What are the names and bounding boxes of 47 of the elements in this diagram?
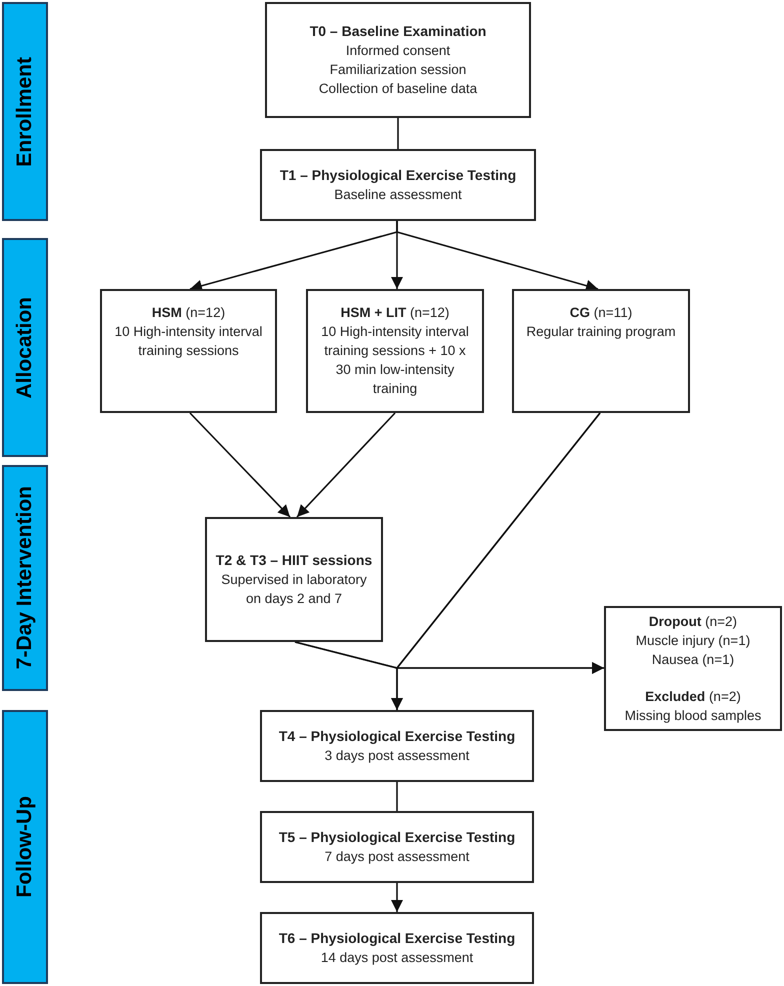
- process-box: [260, 710, 534, 782]
- process-box: [260, 811, 534, 883]
- phase-label: Enrollment: [12, 56, 38, 166]
- process-box: [265, 2, 531, 118]
- process-box: [260, 149, 536, 221]
- box-heading: T5 – Physiological Exercise Testing: [278, 828, 516, 847]
- box-heading: T4 – Physiological Exercise Testing: [278, 727, 516, 746]
- process-box: [260, 912, 534, 984]
- box-heading: CG (n=11): [570, 304, 632, 322]
- box-heading: T2 & T3 – HIIT sessions: [216, 551, 372, 570]
- box-text: Supervised in laboratory on days 2 and 7: [220, 571, 368, 608]
- box-text: Baseline assessment: [334, 186, 462, 204]
- box-heading: T1 – Physiological Exercise Testing: [280, 166, 516, 185]
- arrow: [391, 883, 403, 912]
- phase-band: [2, 465, 48, 691]
- arrow: [189, 412, 291, 518]
- box-text: 10 High-intensity interval training sessions + 10 x 30 min low-intensity training: [320, 323, 470, 398]
- box-text: Missing blood samples: [624, 707, 762, 725]
- box-text: 3 days post assessment: [324, 747, 470, 765]
- box-text: Regular training program: [526, 323, 676, 341]
- box-text: Muscle injury (n=1): [636, 632, 750, 650]
- process-box: [205, 517, 383, 642]
- box-text: Familiarization session: [330, 61, 466, 79]
- box-heading: Dropout (n=2): [648, 613, 738, 631]
- process-box: [512, 289, 690, 413]
- phase-band: [2, 710, 48, 984]
- phase-band: [2, 2, 48, 221]
- arrow: [296, 412, 396, 518]
- box-text: Collection of baseline data: [318, 80, 478, 98]
- box-heading: T0 – Baseline Examination: [310, 22, 486, 41]
- box-heading: HSM (n=12): [152, 304, 226, 322]
- process-box: [306, 289, 484, 413]
- phase-label: 7-Day Intervention: [12, 486, 38, 670]
- box-heading: Excluded (n=2): [645, 688, 741, 706]
- arrow: [396, 221, 598, 292]
- box-text: Informed consent: [346, 42, 450, 60]
- box-text: Nausea (n=1): [652, 651, 734, 669]
- process-box: [604, 606, 782, 731]
- box-text: 14 days post assessment: [320, 949, 474, 967]
- box-heading: T6 – Physiological Exercise Testing: [278, 929, 516, 948]
- phase-label: Allocation: [12, 296, 38, 398]
- phase-band: [2, 238, 48, 457]
- box-text: 10 High-intensity interval training sessions: [114, 323, 264, 360]
- box-text: 7 days post assessment: [324, 848, 470, 866]
- phase-label: Follow-Up: [12, 796, 38, 898]
- process-box: [100, 289, 277, 413]
- box-heading: HSM + LIT (n=12): [340, 304, 450, 322]
